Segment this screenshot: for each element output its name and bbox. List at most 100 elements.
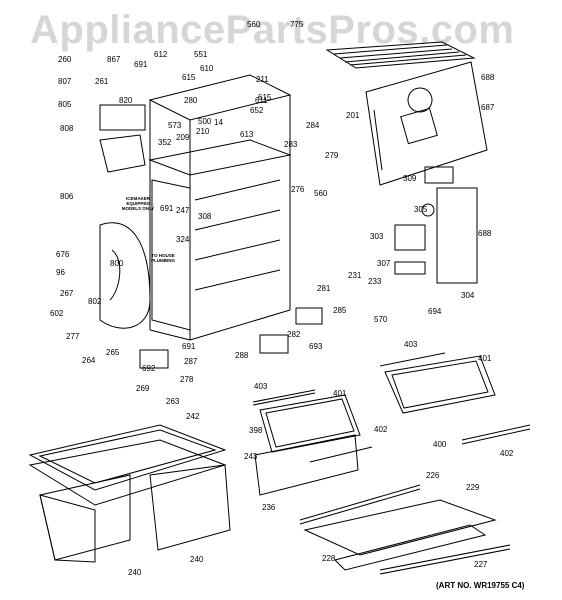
bracket-307 [394,261,426,275]
shelf-middle [252,389,361,453]
part-label-610: 610 [200,64,214,73]
house-plumbing-note: TO HOUSE PLUMBING [151,253,175,263]
part-label-276: 276 [291,185,305,194]
part-label-261: 261 [95,77,109,86]
part-label-226: 226 [426,471,440,480]
part-label-402: 402 [374,425,388,434]
part-label-400: 400 [433,440,447,449]
part-label-324: 324 [176,235,190,244]
ice-bucket [99,134,146,173]
part-label-264: 264 [82,356,96,365]
part-label-228: 228 [322,554,336,563]
part-label-231: 231 [348,271,362,280]
part-label-800: 800 [110,259,124,268]
part-label-280: 280 [184,96,198,105]
part-label-402: 402 [500,449,514,458]
duct-304 [436,187,478,284]
drawer-frame-243 [28,439,227,506]
light-305 [421,203,435,217]
part-label-227: 227 [474,560,488,569]
part-label-398: 398 [249,426,263,435]
part-label-281: 281 [317,284,331,293]
part-label-303: 303 [370,232,384,241]
part-label-693: 693 [309,342,323,351]
part-label-691: 691 [160,204,174,213]
part-label-570: 570 [374,315,388,324]
part-label-611: 611 [255,96,268,105]
part-label-263: 263 [166,397,180,406]
part-label-808: 808 [60,124,74,133]
dispenser-303 [394,224,426,251]
hinge-282 [295,307,323,325]
icemaker [99,104,146,131]
part-label-269: 269 [136,384,150,393]
callout-labels: 560 775 260 867 612 551 807 691 610 261 805 820 211 6… [50,20,514,577]
part-label-691: 691 [134,60,148,69]
part-label-260: 260 [58,55,72,64]
part-label-282: 282 [287,330,301,339]
part-label-676: 676 [56,250,70,259]
part-label-233: 233 [368,277,382,286]
part-label-820: 820 [119,96,133,105]
evaporator-cover [365,61,488,186]
part-label-267: 267 [60,289,74,298]
part-label-287: 287 [184,357,198,366]
part-label-612: 612 [154,50,168,59]
shelf-right-upper [379,352,496,414]
part-label-615: 615 [182,73,196,82]
part-label-560: 560 [247,20,261,29]
part-label-613: 613 [240,130,254,139]
part-label-352: 352 [158,138,172,147]
label-309 [424,166,454,184]
drawer-236 [254,434,359,496]
part-label-806: 806 [60,192,74,201]
icemaker-note: ICEMAKER EQUIPPED MODELS ONLY [121,196,155,211]
shelf-rail-402 [461,424,531,441]
part-label-96: 96 [56,268,65,277]
hinge-287 [139,349,169,369]
part-label-236: 236 [262,503,276,512]
part-label-304: 304 [461,291,475,300]
part-label-240: 240 [190,555,204,564]
part-label-240: 240 [128,568,142,577]
part-label-807: 807 [58,77,72,86]
part-label-500: 500 [198,117,212,126]
part-label-401: 401 [478,354,492,363]
part-label-802: 802 [88,297,102,306]
part-label-694: 694 [428,307,442,316]
part-label-211: 211 [256,75,269,84]
part-label-652: 652 [250,106,264,115]
part-label-691: 691 [182,342,196,351]
part-label-401: 401 [333,389,347,398]
part-label-403: 403 [254,382,268,391]
part-label-560: 560 [314,189,328,198]
top-wire-shelf [325,41,476,69]
part-label-229: 229 [466,483,480,492]
part-label-283: 283 [284,140,298,149]
part-label-284: 284 [306,121,320,130]
part-label-805: 805 [58,100,72,109]
part-label-551: 551 [194,50,208,59]
part-label-688: 688 [478,229,492,238]
part-label-14: 14 [214,118,223,127]
part-label-277: 277 [66,332,80,341]
part-label-308: 308 [198,212,212,221]
freezer-shelf [28,424,227,491]
part-label-305: 305 [414,205,428,214]
part-label-867: 867 [107,55,121,64]
pan-240-right [149,464,231,551]
part-label-288: 288 [235,351,249,360]
part-label-687: 687 [481,103,495,112]
part-label-278: 278 [180,375,194,384]
part-label-279: 279 [325,151,339,160]
part-label-309: 309 [403,174,417,183]
hinge-288 [259,334,289,354]
part-label-247: 247 [176,206,190,215]
part-label-602: 602 [50,309,64,318]
part-label-210: 210 [196,127,210,136]
part-label-692: 692 [142,364,156,373]
part-label-265: 265 [106,348,120,357]
part-label-775: 775 [290,20,304,29]
